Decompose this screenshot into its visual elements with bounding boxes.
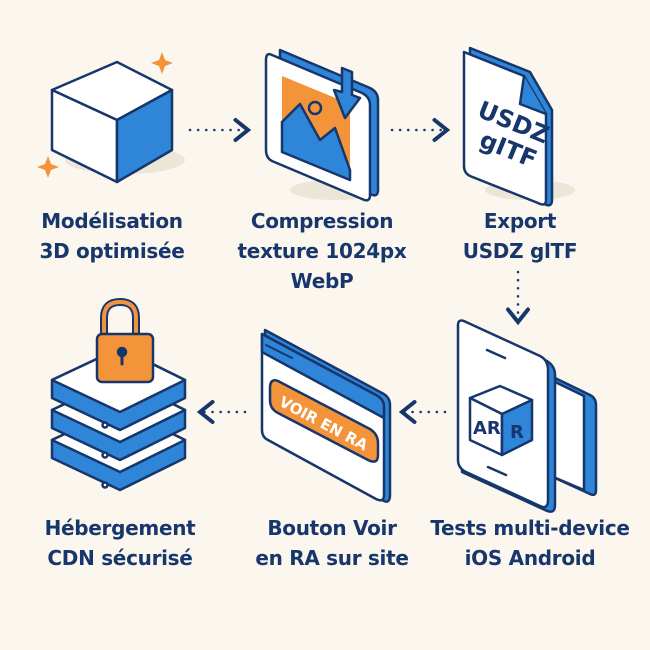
- sparkle-icon: [37, 52, 173, 178]
- label-line: Modélisation: [41, 209, 183, 233]
- label-line: Tests multi-device: [430, 516, 630, 540]
- label-line: 3D optimisée: [39, 239, 185, 263]
- lock-icon: [95, 298, 155, 384]
- step-label-compression: Compression texture 1024px WebP: [212, 206, 432, 296]
- label-line: Bouton Voir: [267, 516, 397, 540]
- label-line: Compression: [250, 209, 394, 233]
- label-line: texture 1024px: [237, 239, 407, 263]
- step-label-export: Export USDZ glTF: [410, 206, 630, 266]
- image-download-icon: [264, 48, 380, 202]
- browser-button-icon: VOIR EN RA: [260, 328, 392, 503]
- phone-ar-icon: AR R: [456, 319, 598, 513]
- r-text: R: [510, 422, 524, 443]
- step-label-hebergement: Hébergement CDN sécurisé: [10, 513, 230, 573]
- ar-text: AR: [473, 418, 501, 439]
- cube-icon: [50, 60, 185, 184]
- step-label-modelisation: Modélisation 3D optimisée: [2, 206, 222, 266]
- label-line: USDZ glTF: [462, 239, 578, 263]
- server-lock-icon: [50, 298, 187, 492]
- label-line: Hébergement: [44, 516, 196, 540]
- step-label-tests: Tests multi-device iOS Android: [420, 513, 640, 573]
- file-icon: USDZ gITF: [462, 46, 575, 207]
- label-line: iOS Android: [464, 546, 596, 570]
- label-line: WebP: [290, 269, 354, 293]
- label-line: en RA sur site: [255, 546, 409, 570]
- step-label-bouton: Bouton Voir en RA sur site: [222, 513, 442, 573]
- label-line: CDN sécurisé: [47, 546, 193, 570]
- label-line: Export: [483, 209, 557, 233]
